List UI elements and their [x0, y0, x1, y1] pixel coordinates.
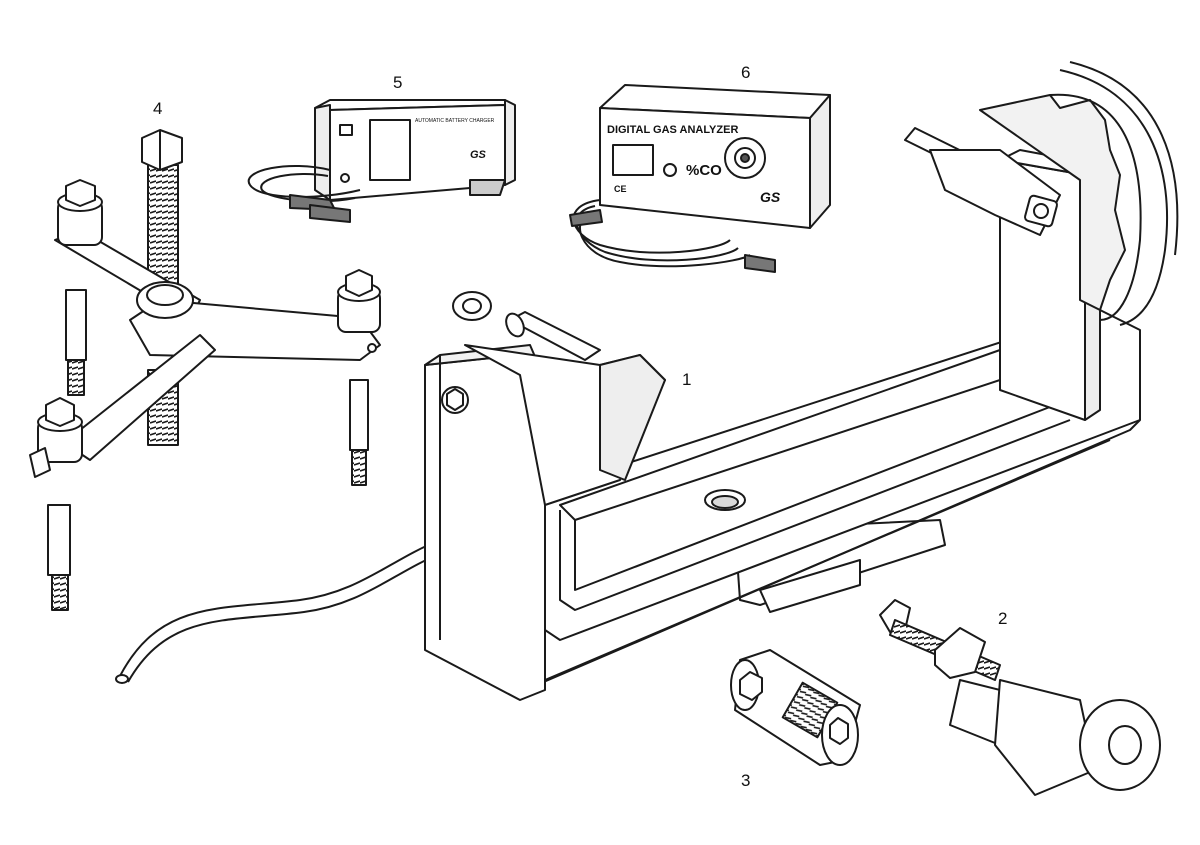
charger-brand-label: GS	[470, 149, 487, 161]
callout-1: 1	[682, 370, 692, 389]
analyzer-brand-label: GS	[760, 189, 781, 205]
battery-charger	[249, 100, 515, 222]
charger-title-label: AUTOMATIC BATTERY CHARGER	[415, 118, 495, 124]
callout-5: 5	[393, 73, 403, 92]
callout-6: 6	[741, 63, 751, 82]
analyzer-ce-mark: CE	[614, 184, 627, 194]
callout-4: 4	[153, 99, 163, 118]
hose-cable	[116, 540, 444, 683]
puller-tool	[880, 600, 1160, 795]
analyzer-unit-label: %CO	[686, 162, 722, 179]
engine-stand	[425, 62, 1177, 700]
gas-analyzer	[570, 85, 830, 272]
coupler-part	[731, 650, 860, 765]
callout-2: 2	[998, 609, 1008, 628]
analyzer-title-label: DIGITAL GAS ANALYZER	[607, 124, 738, 136]
callout-3: 3	[741, 771, 751, 790]
clamp-fixture	[30, 130, 380, 610]
